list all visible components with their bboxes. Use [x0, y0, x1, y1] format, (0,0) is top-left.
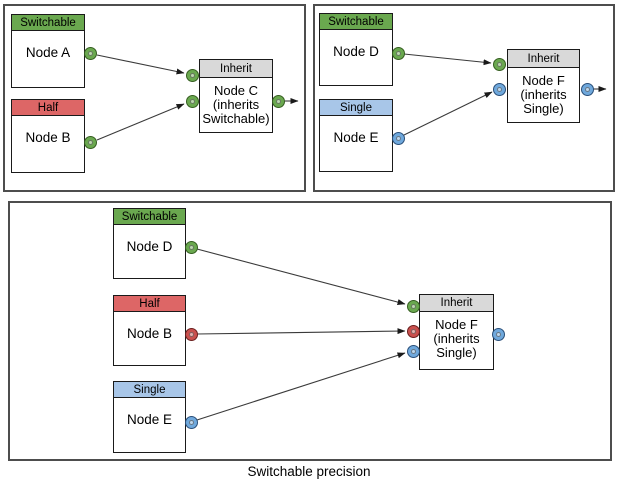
node-d-label: Node D — [320, 30, 392, 59]
port-dot-icon — [275, 98, 281, 104]
node-c-label-line: Switchable) — [202, 111, 270, 126]
port-dot-icon — [496, 61, 502, 67]
port-node-d-out — [391, 46, 405, 60]
port-node-a-out — [83, 46, 97, 60]
port-dot-icon — [189, 72, 195, 78]
port-node-d-bottom-out — [184, 240, 198, 254]
port-dot-icon — [410, 328, 416, 334]
port-dot-icon — [410, 348, 416, 354]
node-f-label-line: Node F — [522, 73, 565, 88]
node-b-bottom-label: Node B — [114, 312, 185, 341]
port-dot-icon — [496, 86, 502, 92]
port-dot-icon — [189, 98, 195, 104]
port-node-b-bottom-out — [184, 327, 198, 341]
port-node-f-bottom-out — [491, 327, 505, 341]
node-e-label: Node E — [320, 116, 392, 145]
port-dot-icon — [495, 331, 501, 337]
node-f-bottom-label-line: (inherits — [433, 331, 480, 346]
node-b-label: Node B — [12, 116, 84, 145]
port-dot-icon — [410, 303, 416, 309]
port-node-f-bottom-in-top — [406, 299, 420, 313]
node-d-bottom-label-line: Node D — [126, 239, 173, 254]
node-e-bottom-label-line: Node E — [126, 412, 173, 427]
node-c-label-line: (inherits — [212, 97, 260, 112]
port-node-f-bottom-in-middle — [406, 324, 420, 338]
port-node-c-in-bottom — [185, 94, 199, 108]
panel-bottom-combined — [8, 201, 612, 461]
node-d-bottom-label: Node D — [114, 225, 185, 254]
port-node-e-out — [391, 131, 405, 145]
node-e-bottom-label: Node E — [114, 398, 185, 427]
port-node-b-out — [83, 135, 97, 149]
node-b-header: Half — [12, 100, 84, 116]
node-b-bottom-label-line: Node B — [126, 326, 173, 341]
port-node-f-out — [580, 82, 594, 96]
node-e-header: Single — [320, 100, 392, 116]
port-node-f-in-bottom — [492, 82, 506, 96]
node-b-label-line: Node B — [25, 130, 71, 145]
node-f-bottom-header: Inherit — [420, 295, 493, 312]
node-e-label-line: Node E — [333, 130, 379, 145]
port-dot-icon — [188, 244, 194, 250]
figure-caption: Switchable precision — [247, 464, 371, 479]
node-f-bottom-label-line: Node F — [435, 317, 478, 332]
node-f-header: Inherit — [508, 50, 579, 68]
node-f-bottom-label-line: Single) — [436, 345, 477, 360]
port-dot-icon — [87, 139, 93, 145]
node-a-label-line: Node A — [25, 45, 71, 60]
port-dot-icon — [584, 86, 590, 92]
port-dot-icon — [395, 135, 401, 141]
port-dot-icon — [87, 50, 93, 56]
port-dot-icon — [188, 331, 194, 337]
node-f-label-line: (inherits — [520, 87, 567, 102]
node-e-bottom-header: Single — [114, 382, 185, 398]
port-dot-icon — [395, 50, 401, 56]
node-d-bottom-header: Switchable — [114, 209, 185, 225]
port-node-c-out — [271, 94, 285, 108]
node-a-header: Switchable — [12, 15, 84, 31]
node-c-label-line: Node C — [213, 83, 259, 98]
node-b-bottom-header: Half — [114, 296, 185, 312]
port-node-c-in-top — [185, 68, 199, 82]
port-node-f-in-top — [492, 57, 506, 71]
node-c-header: Inherit — [200, 60, 272, 78]
node-f-label-line: Single) — [523, 101, 564, 116]
node-d-label-line: Node D — [333, 44, 379, 59]
node-a-label: Node A — [12, 31, 84, 60]
port-node-e-bottom-out — [184, 415, 198, 429]
node-d-header: Switchable — [320, 14, 392, 30]
port-dot-icon — [188, 419, 194, 425]
port-node-f-bottom-in-bottom — [406, 344, 420, 358]
